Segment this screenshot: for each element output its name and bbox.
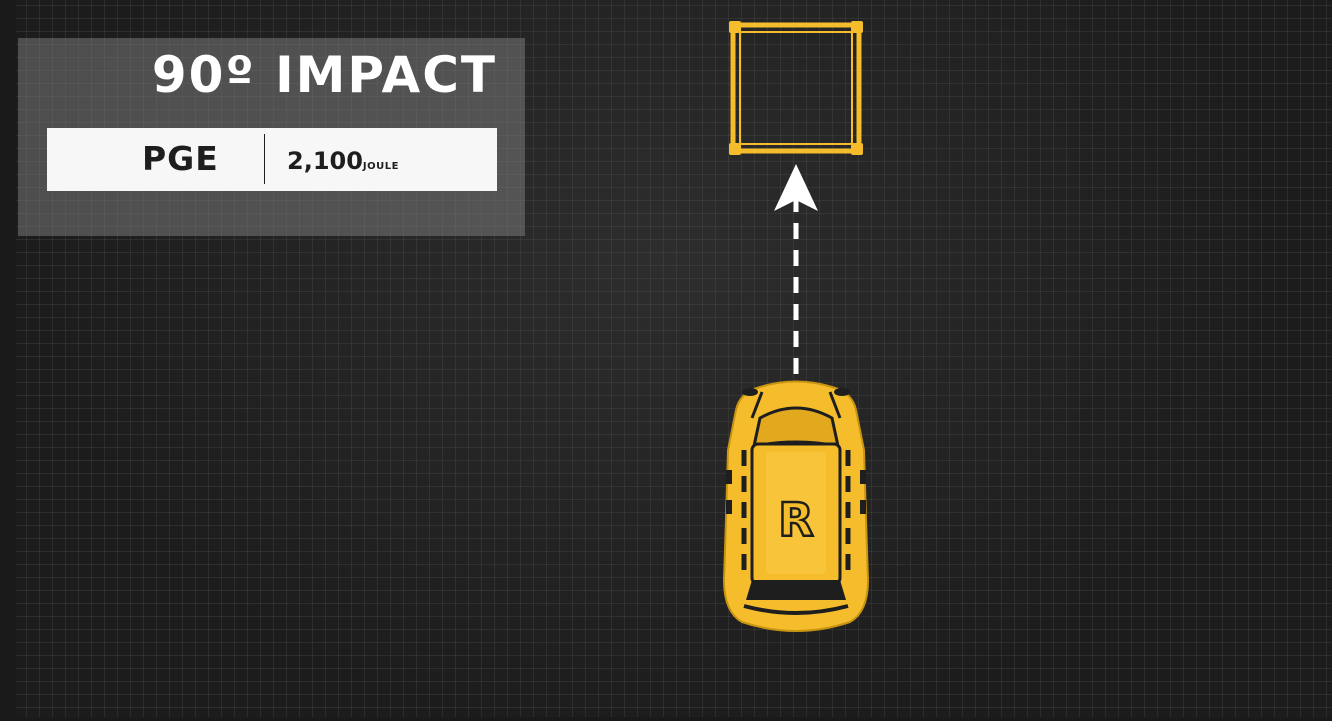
car-topview-icon: R	[724, 382, 868, 632]
square-target-icon	[729, 21, 863, 155]
arrow-up-icon	[774, 164, 818, 374]
car-badge: R	[778, 493, 813, 547]
